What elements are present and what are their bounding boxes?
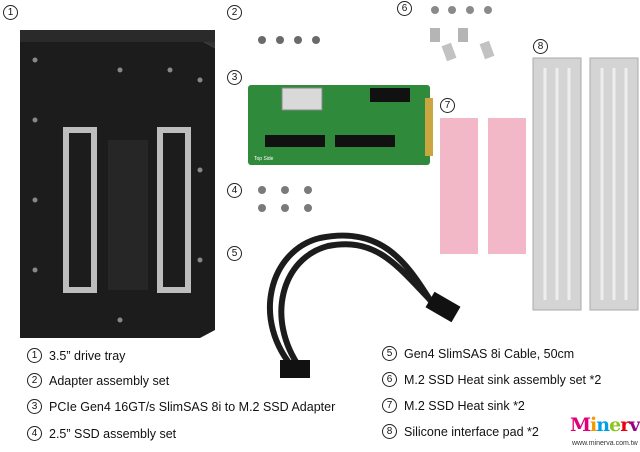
legend-num: 3 <box>27 399 42 414</box>
legend-item: 1 3.5” drive tray <box>27 348 125 363</box>
callout-1: 1 <box>3 5 18 20</box>
minerva-logo: Minerva <box>570 414 640 436</box>
legend-item: 5 Gen4 SlimSAS 8i Cable, 50cm <box>382 346 574 361</box>
slimsas-cable <box>267 232 461 378</box>
pcb-label: Top Side <box>254 156 274 162</box>
legend-item: 8 Silicone interface pad *2 <box>382 424 539 439</box>
legend-num: 1 <box>27 348 42 363</box>
ssd-screws <box>258 186 312 212</box>
adapter-screws <box>258 36 320 44</box>
callout-4: 4 <box>227 183 242 198</box>
legend-text: Adapter assembly set <box>49 373 170 388</box>
drive-tray <box>20 30 215 338</box>
legend-item: 3 PCIe Gen4 16GT/s SlimSAS 8i to M.2 SSD… <box>27 399 335 414</box>
legend-num: 7 <box>382 398 397 413</box>
legend-num: 2 <box>27 373 42 388</box>
website-url: www.minerva.com.tw <box>572 440 638 447</box>
silicone-pads <box>440 118 526 254</box>
legend-num: 6 <box>382 372 397 387</box>
legend-text: 2.5” SSD assembly set <box>49 426 177 441</box>
callout-2: 2 <box>227 5 242 20</box>
heatsink-hardware <box>430 6 495 62</box>
legend-item: 4 2.5” SSD assembly set <box>27 426 176 441</box>
legend-text: Silicone interface pad *2 <box>404 424 539 439</box>
legend-num: 4 <box>27 426 42 441</box>
legend-num: 5 <box>382 346 397 361</box>
callout-6: 6 <box>397 1 412 16</box>
callout-5: 5 <box>227 246 242 261</box>
legend-text: Gen4 SlimSAS 8i Cable, 50cm <box>404 346 575 361</box>
legend-num: 8 <box>382 424 397 439</box>
callout-3: 3 <box>227 70 242 85</box>
legend-text: 3.5” drive tray <box>49 348 126 363</box>
callout-7: 7 <box>440 98 455 113</box>
legend-text: PCIe Gen4 16GT/s SlimSAS 8i to M.2 SSD A… <box>49 399 336 414</box>
pcb-adapter: Top Side <box>248 85 433 165</box>
legend-text: M.2 SSD Heat sink *2 <box>404 398 525 413</box>
legend-item: 2 Adapter assembly set <box>27 373 169 388</box>
callout-8: 8 <box>533 39 548 54</box>
legend-item: 7 M.2 SSD Heat sink *2 <box>382 398 525 413</box>
legend-item: 6 M.2 SSD Heat sink assembly set *2 <box>382 372 601 387</box>
legend-text: M.2 SSD Heat sink assembly set *2 <box>404 372 602 387</box>
heatsinks <box>532 57 639 311</box>
